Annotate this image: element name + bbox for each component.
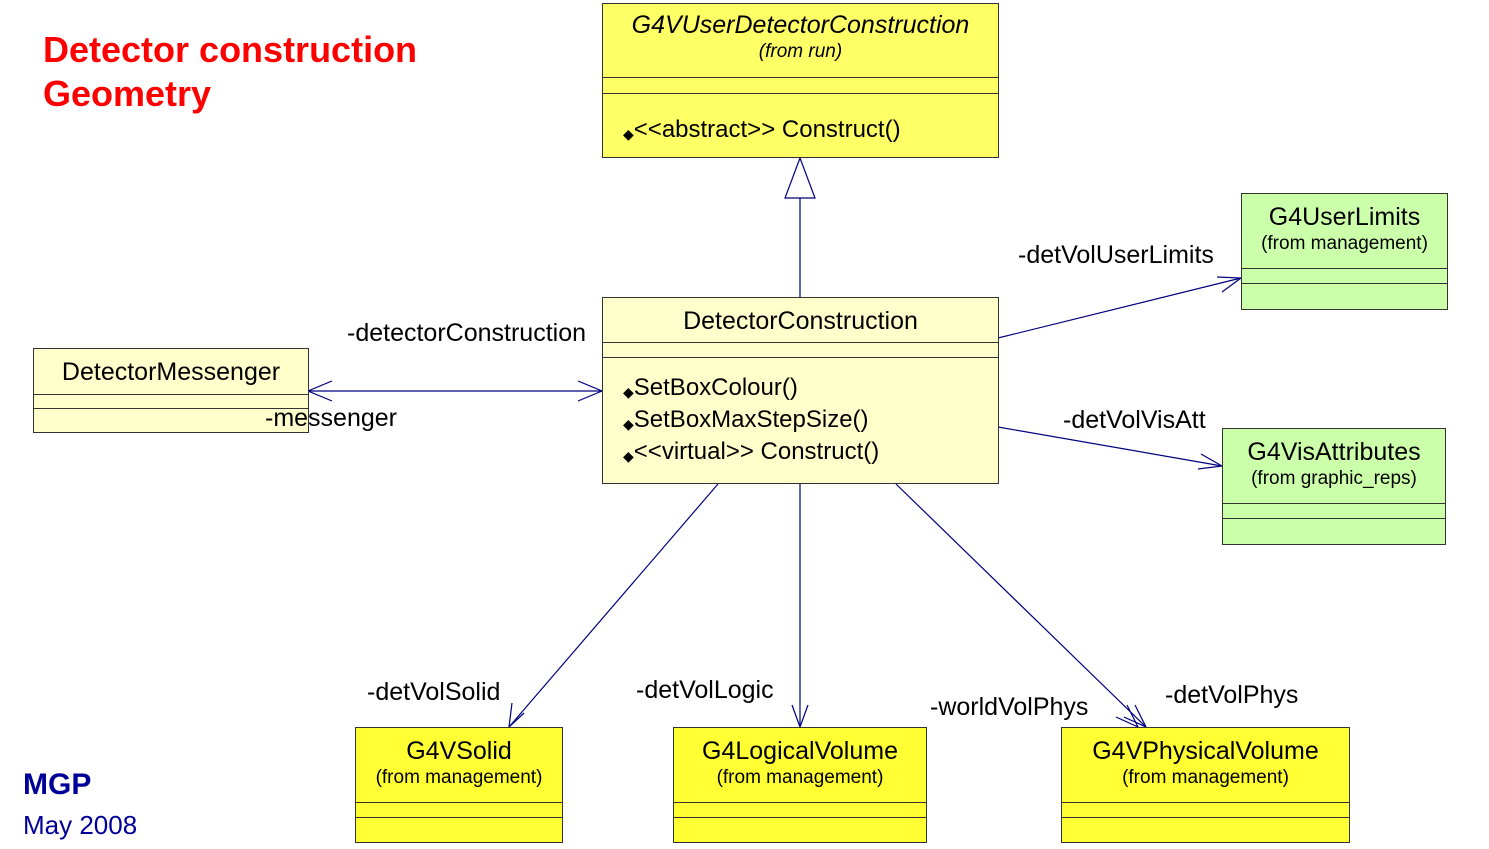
diamond-icon: ◆: [623, 126, 634, 142]
class-g4visattributes[interactable]: G4VisAttributes (from graphic_reps): [1222, 428, 1446, 545]
operation: ◆<<virtual>> Construct(): [623, 438, 880, 465]
role-label-det-vol-logic: -detVolLogic: [636, 676, 774, 704]
class-name: G4VUserDetectorConstruction: [631, 11, 970, 39]
solid-association-edge: [508, 483, 719, 728]
class-package: (from management): [716, 767, 884, 788]
diamond-icon: ◆: [623, 384, 634, 400]
role-label-det-vol-vis-att: -detVolVisAtt: [1063, 406, 1206, 434]
operation: ◆<<abstract>> Construct(): [623, 116, 901, 143]
class-detectorconstruction[interactable]: DetectorConstruction ◆SetBoxColour() ◆Se…: [602, 297, 999, 484]
class-package: (from management): [375, 767, 543, 788]
class-name: G4LogicalVolume: [702, 737, 898, 765]
class-package: (from graphic_reps): [1251, 468, 1417, 489]
slide-title: Detector construction Geometry: [43, 28, 417, 116]
role-label-world-vol-phys: -worldVolPhys: [930, 693, 1089, 721]
role-label-messenger: -messenger: [265, 404, 397, 432]
operation: ◆SetBoxMaxStepSize(): [623, 406, 869, 433]
class-package: (from management): [1122, 767, 1289, 788]
role-label-det-vol-user-limits: -detVolUserLimits: [1018, 241, 1214, 269]
class-name: DetectorConstruction: [683, 307, 918, 335]
class-g4logicalvolume[interactable]: G4LogicalVolume (from management): [673, 727, 927, 843]
class-detectormessenger[interactable]: DetectorMessenger: [33, 348, 309, 433]
class-g4userlimits[interactable]: G4UserLimits (from management): [1241, 193, 1448, 310]
class-name: G4UserLimits: [1268, 203, 1421, 231]
class-g4vuserdetectorconstruction[interactable]: G4VUserDetectorConstruction (from run) ◆…: [602, 3, 999, 158]
class-g4vphysicalvolume[interactable]: G4VPhysicalVolume (from management): [1061, 727, 1350, 843]
role-label-detector-construction: -detectorConstruction: [347, 319, 587, 347]
slide-title-line-2: Geometry: [43, 73, 212, 114]
footer-author: MGP: [23, 768, 92, 801]
class-package: (from run): [758, 41, 843, 62]
class-name: G4VSolid: [406, 737, 512, 765]
vis-attributes-arrowhead: [1197, 453, 1224, 470]
role-label-det-vol-phys: -detVolPhys: [1165, 681, 1299, 709]
diamond-icon: ◆: [623, 448, 634, 464]
footer-date: May 2008: [23, 810, 138, 840]
class-g4vsolid[interactable]: G4VSolid (from management): [355, 727, 563, 843]
operation: ◆SetBoxColour(): [623, 374, 798, 401]
class-name: DetectorMessenger: [61, 358, 281, 386]
user-limits-association-edge: [997, 277, 1242, 339]
slide-title-line-1: Detector construction: [43, 29, 418, 70]
solid-arrowhead: [508, 702, 525, 729]
generalization-arrowhead: [784, 156, 816, 199]
role-label-det-vol-solid: -detVolSolid: [367, 678, 501, 706]
class-name: G4VisAttributes: [1247, 438, 1421, 466]
class-name: G4VPhysicalVolume: [1092, 737, 1319, 765]
class-package: (from management): [1261, 233, 1428, 254]
diamond-icon: ◆: [623, 416, 634, 432]
vis-attributes-association-edge: [997, 426, 1223, 467]
physical-volume-association-edge: [895, 483, 1147, 728]
